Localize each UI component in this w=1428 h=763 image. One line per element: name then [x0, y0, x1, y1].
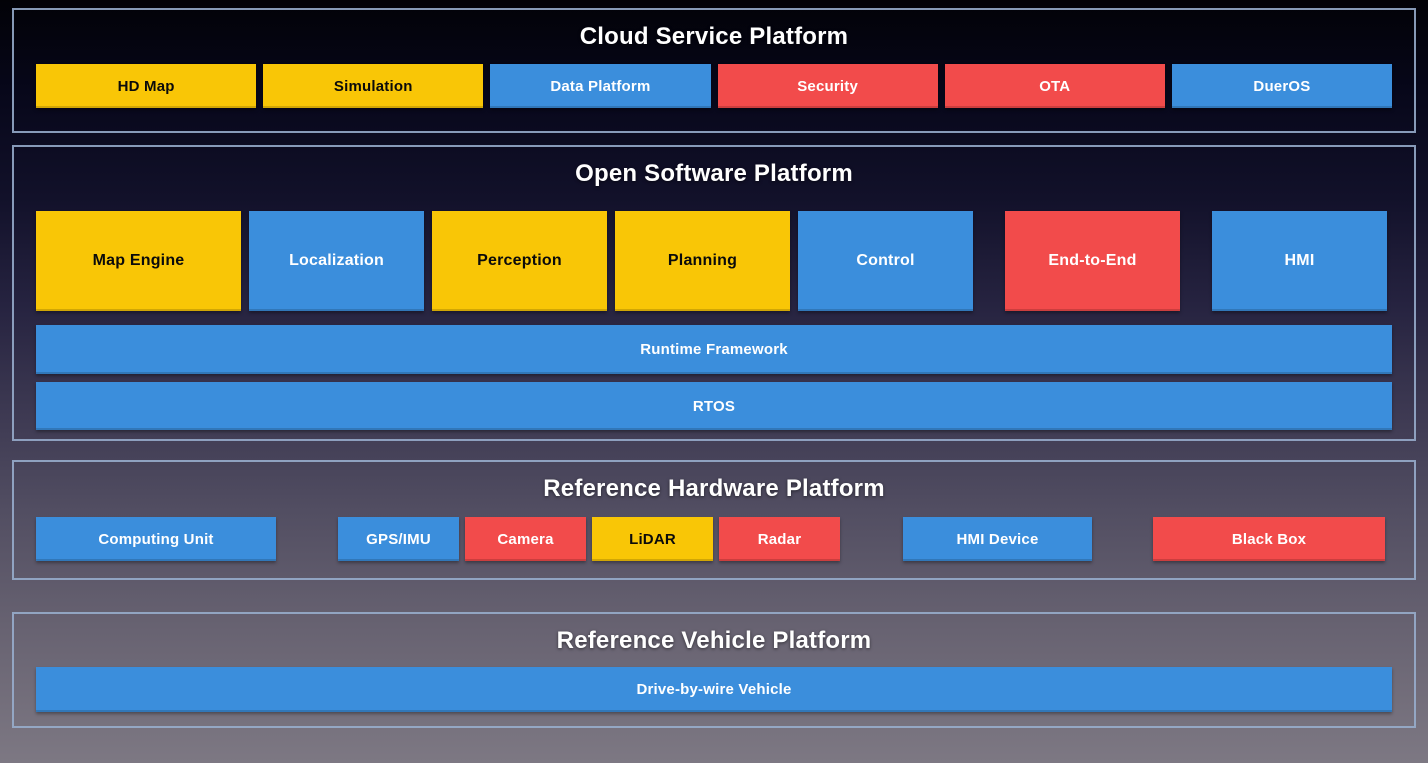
box-hmi: HMI: [1212, 211, 1387, 311]
cloud-service-platform-section: Cloud Service Platform HD Map Simulation…: [12, 8, 1416, 133]
box-black-box: Black Box: [1153, 517, 1385, 561]
box-dueros: DuerOS: [1171, 64, 1393, 108]
box-computing-unit: Computing Unit: [36, 517, 276, 561]
box-hmi-device: HMI Device: [903, 517, 1092, 561]
box-data-platform: Data Platform: [490, 64, 711, 108]
box-localization: Localization: [249, 211, 424, 311]
box-ota: OTA: [944, 64, 1165, 108]
box-hd-map: HD Map: [36, 64, 257, 108]
cloud-boxes-row: HD Map Simulation Data Platform Security…: [36, 64, 1393, 108]
box-control: Control: [798, 211, 973, 311]
vehicle-section-title: Reference Vehicle Platform: [556, 627, 872, 654]
box-camera: Camera: [465, 517, 586, 561]
bar-drive-by-wire-vehicle: Drive-by-wire Vehicle: [36, 667, 1392, 712]
reference-hardware-platform-section: Reference Hardware Platform Computing Un…: [12, 460, 1416, 580]
box-perception: Perception: [432, 211, 607, 311]
reference-vehicle-platform-section: Reference Vehicle Platform Drive-by-wire…: [12, 612, 1416, 728]
bar-rtos: RTOS: [36, 382, 1392, 430]
box-planning: Planning: [615, 211, 790, 311]
box-map-engine: Map Engine: [36, 211, 241, 311]
box-lidar: LiDAR: [592, 517, 713, 561]
cloud-section-title: Cloud Service Platform: [579, 23, 849, 50]
box-security: Security: [717, 64, 938, 108]
box-gps-imu: GPS/IMU: [338, 517, 459, 561]
box-simulation: Simulation: [263, 64, 484, 108]
open-software-platform-section: Open Software Platform Map Engine Locali…: [12, 145, 1416, 441]
software-section-title: Open Software Platform: [575, 160, 853, 187]
box-end-to-end: End-to-End: [1005, 211, 1180, 311]
hardware-section-title: Reference Hardware Platform: [543, 475, 885, 502]
box-radar: Radar: [719, 517, 840, 561]
bar-runtime-framework: Runtime Framework: [36, 325, 1392, 374]
software-boxes-row: Map Engine Localization Perception Plann…: [36, 211, 1392, 311]
hardware-boxes-row: Computing Unit GPS/IMU Camera LiDAR Rada…: [36, 517, 1392, 561]
